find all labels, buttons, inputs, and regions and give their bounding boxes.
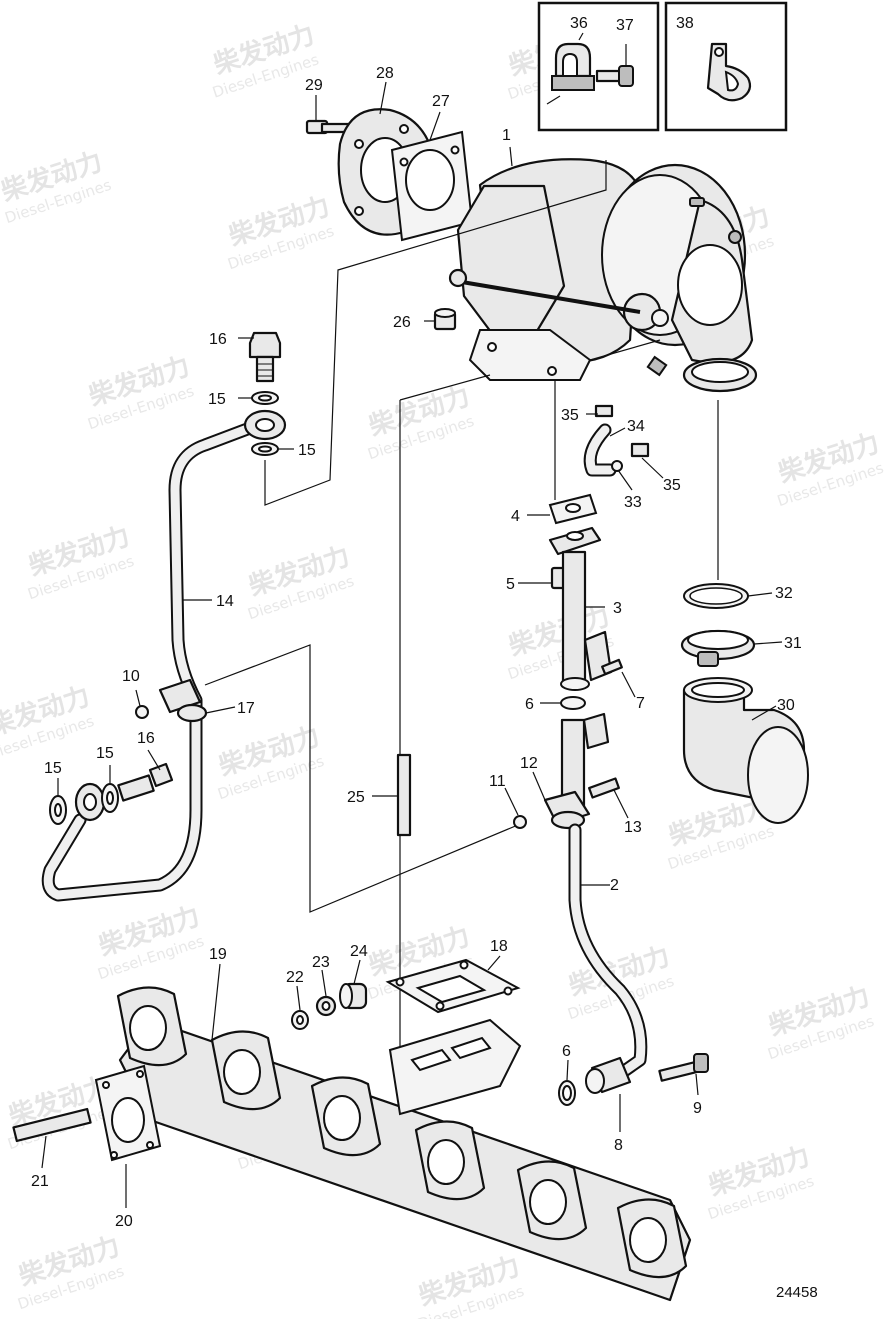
callout-9: 9 <box>693 1100 702 1117</box>
port-3 <box>310 1076 382 1157</box>
callout-31: 31 <box>784 635 802 652</box>
callout-8: 8 <box>614 1137 623 1154</box>
nut-10 <box>135 705 149 719</box>
callout-24: 24 <box>350 943 368 960</box>
callout-12: 12 <box>520 755 538 772</box>
callout-18: 18 <box>490 938 508 955</box>
banjo-bolt-bottom <box>49 762 174 825</box>
callout-32: 32 <box>775 585 793 602</box>
gasket-20 <box>94 1064 162 1162</box>
nut-11 <box>513 815 527 829</box>
callout-29: 29 <box>305 77 323 94</box>
callout-37: 37 <box>616 17 634 34</box>
callout-15-a: 15 <box>208 391 226 408</box>
callout-2: 2 <box>610 877 619 894</box>
callout-17: 17 <box>237 700 255 717</box>
fasteners-22-24 <box>291 982 368 1030</box>
turbocharger <box>448 158 758 393</box>
turbo-flange <box>388 1018 522 1116</box>
turbine-foot <box>468 329 592 381</box>
port-4 <box>414 1120 486 1201</box>
bolt-13 <box>588 777 620 799</box>
callout-labels: 1 2 3 4 5 6 6 7 8 9 10 11 12 13 14 15 15… <box>31 15 802 1230</box>
callout-27: 27 <box>432 93 450 110</box>
callout-38: 38 <box>676 15 694 32</box>
callout-15-c: 15 <box>96 745 114 762</box>
elbow-assembly <box>680 583 809 824</box>
inset-p-clip <box>664 1 788 132</box>
callout-28: 28 <box>376 65 394 82</box>
inset-clamp-assembly <box>537 1 660 132</box>
callout-23: 23 <box>312 954 330 971</box>
banjo-bolt-top <box>248 331 282 456</box>
callout-33: 33 <box>624 494 642 511</box>
callout-10: 10 <box>122 668 140 685</box>
drawing-number: 24458 <box>776 1284 818 1301</box>
callout-3: 3 <box>613 600 622 617</box>
clip-35a <box>594 404 614 418</box>
oil-pipe-14 <box>41 409 287 902</box>
gasket-18 <box>385 958 521 1014</box>
callout-11: 11 <box>489 773 506 790</box>
callout-15-b: 15 <box>298 442 316 459</box>
callout-30: 30 <box>777 697 795 714</box>
callout-4: 4 <box>511 508 520 525</box>
callout-34: 34 <box>627 418 645 435</box>
callout-6-lower: 6 <box>562 1043 571 1060</box>
port-5 <box>516 1160 588 1241</box>
callout-25: 25 <box>347 789 365 806</box>
stud-21 <box>12 1107 92 1143</box>
port-6 <box>616 1198 688 1279</box>
clip-35b <box>630 442 650 458</box>
exhaust-manifold-19 <box>116 986 692 1302</box>
callout-14: 14 <box>216 593 234 610</box>
callout-21: 21 <box>31 1173 49 1190</box>
nipple-33 <box>611 460 623 472</box>
callout-19: 19 <box>209 946 227 963</box>
callout-6: 6 <box>525 696 534 713</box>
callout-16-b: 16 <box>137 730 155 747</box>
bolt-37 <box>595 69 623 83</box>
bolt-7 <box>601 658 623 676</box>
callout-36: 36 <box>570 15 588 32</box>
callout-16-a: 16 <box>209 331 227 348</box>
callout-35-b: 35 <box>663 477 681 494</box>
callout-20: 20 <box>115 1213 133 1230</box>
callout-1: 1 <box>502 127 511 144</box>
port-1 <box>116 986 188 1067</box>
oring-6 <box>560 696 586 710</box>
plug-26 <box>433 308 457 331</box>
callout-35-a: 35 <box>561 407 579 424</box>
callout-15-d: 15 <box>44 760 62 777</box>
callout-26: 26 <box>393 314 411 331</box>
callout-22: 22 <box>286 969 304 986</box>
vent-hose <box>583 355 668 477</box>
assembly-lines <box>204 160 719 1065</box>
pipe-3 <box>561 550 587 684</box>
stud-25 <box>396 753 412 837</box>
callout-5: 5 <box>506 576 515 593</box>
callout-leaders <box>41 81 783 1208</box>
callout-7: 7 <box>636 695 645 712</box>
callout-13: 13 <box>624 819 642 836</box>
oil-return-pipe <box>513 493 709 1106</box>
port-2 <box>210 1030 282 1111</box>
flange-assembly <box>305 108 474 242</box>
p-clip-38 <box>706 42 752 102</box>
